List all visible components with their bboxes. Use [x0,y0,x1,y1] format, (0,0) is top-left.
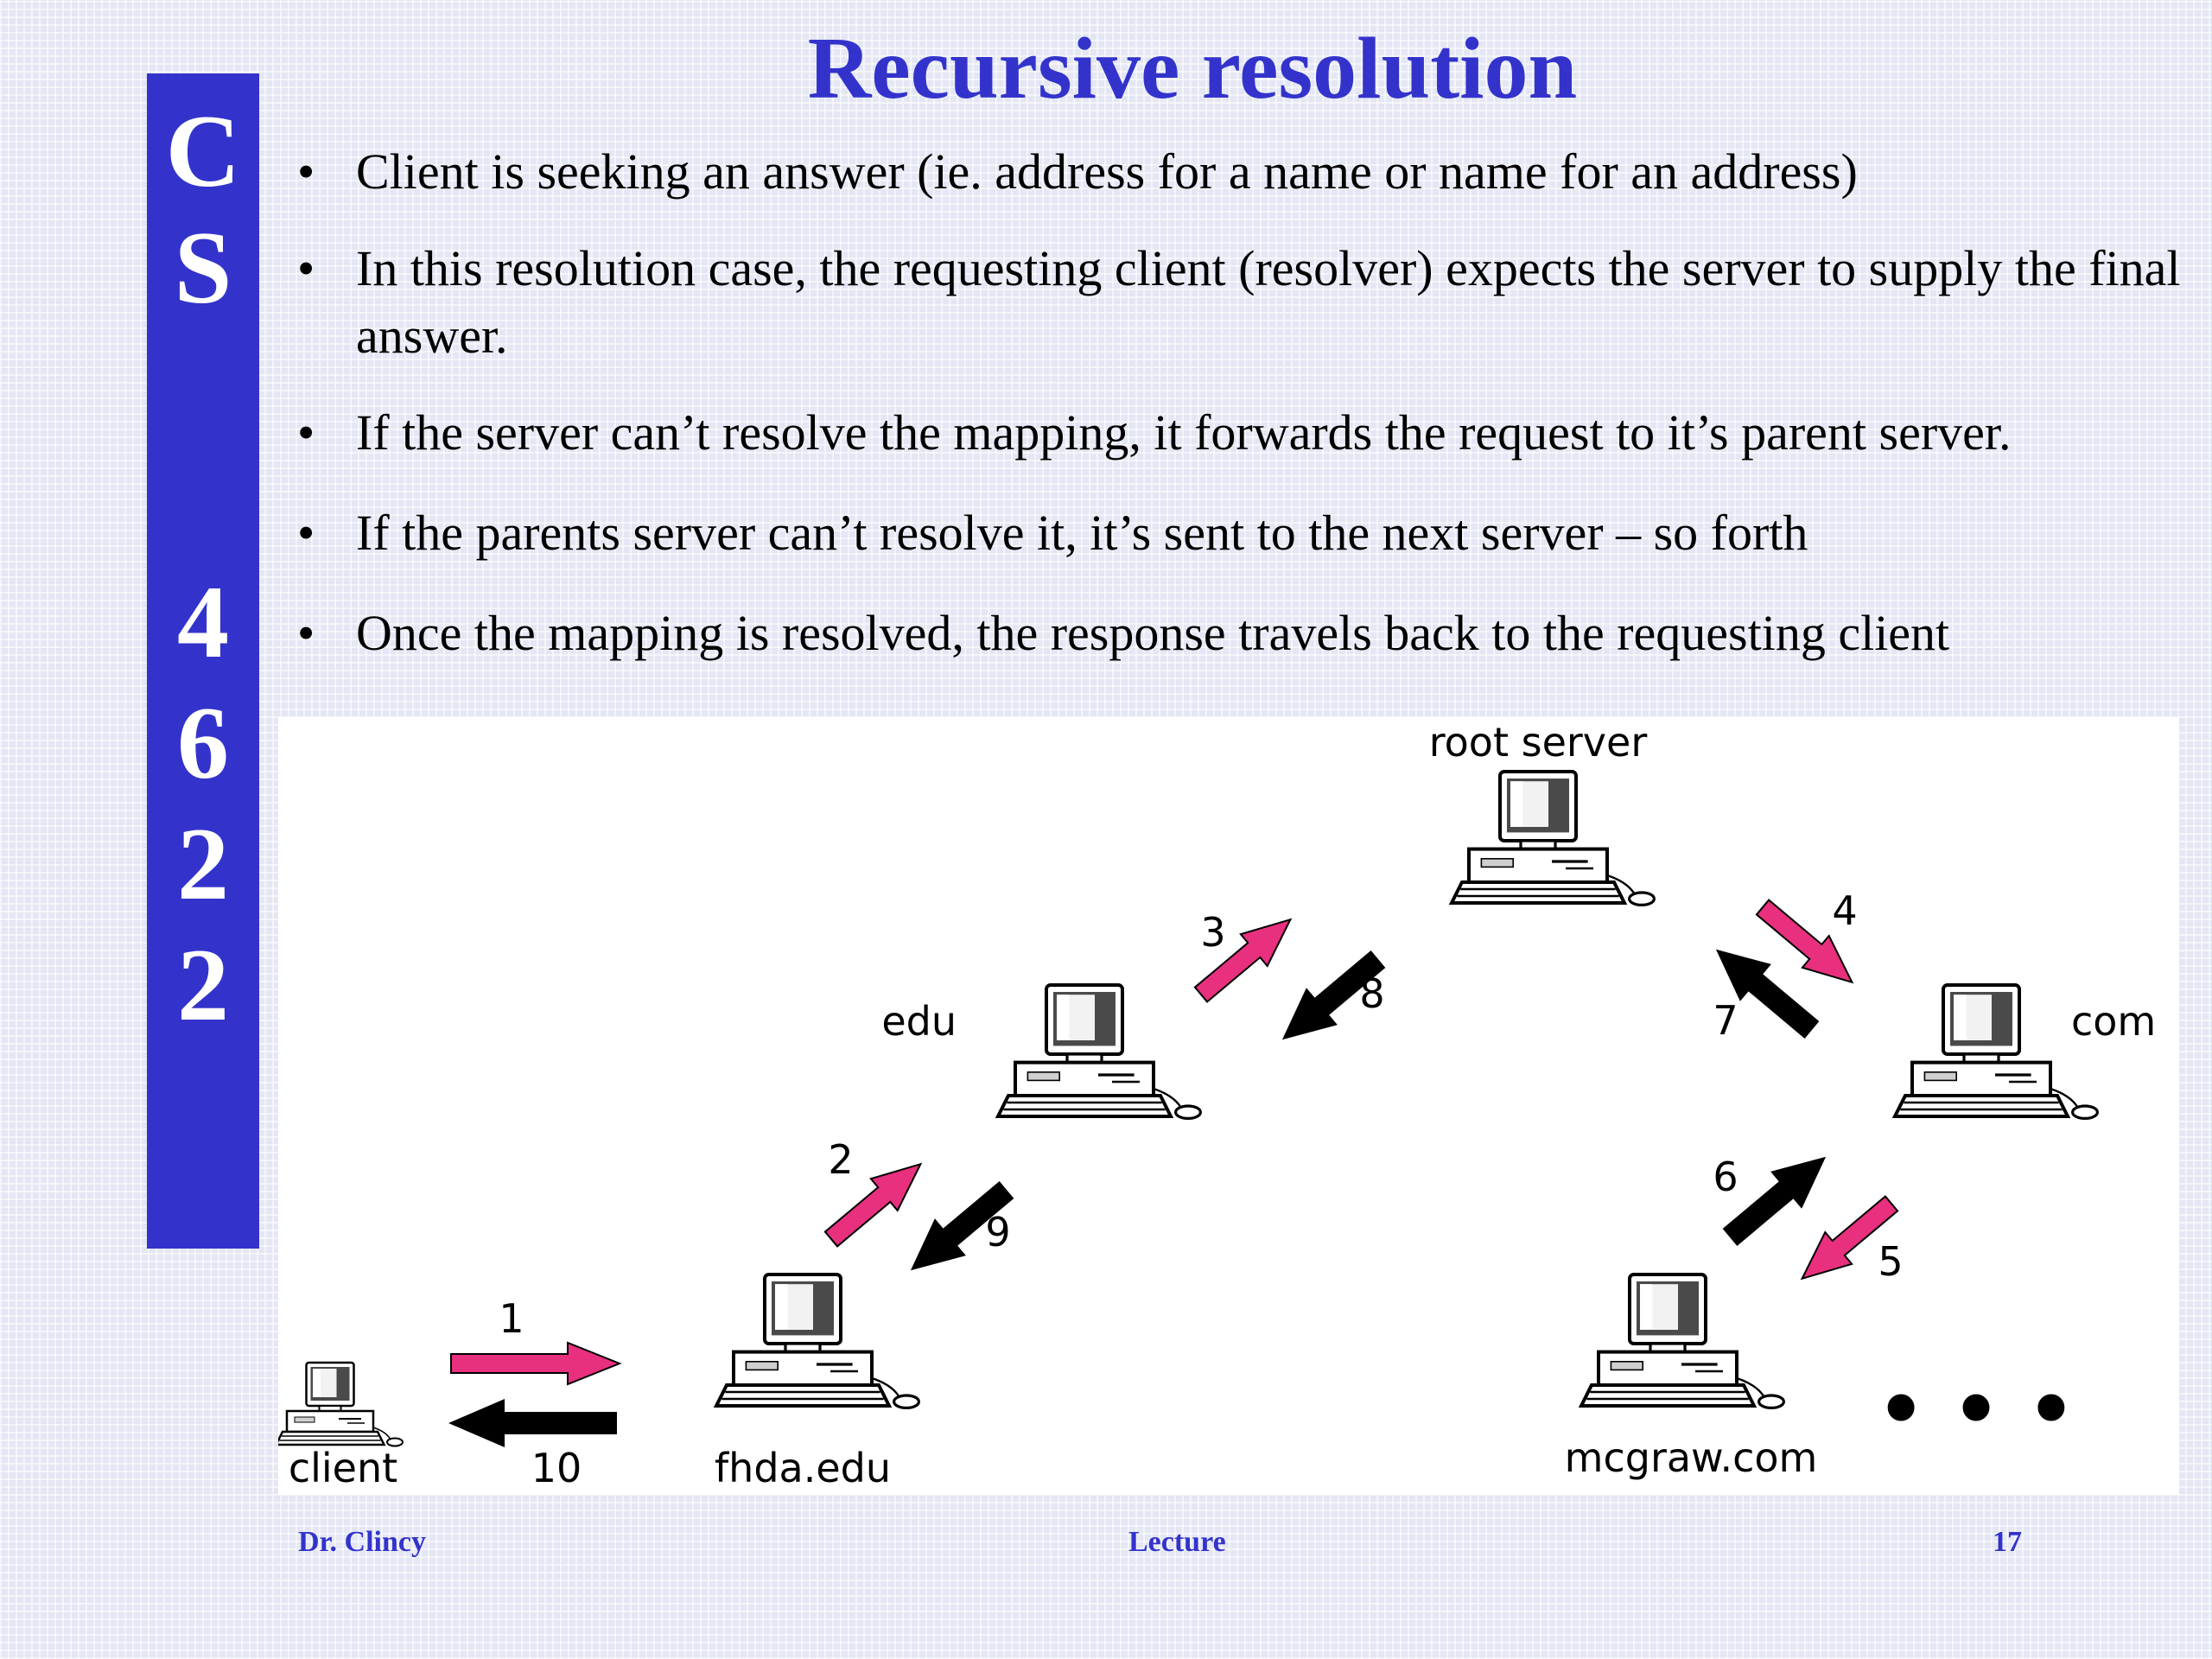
bullet-text: Client is seeking an answer (ie. address… [356,143,1858,200]
side-letter: C [165,93,241,208]
arrow-step-4 [1755,899,1854,984]
root-server-computer-icon [1452,772,1654,905]
slide-title: Recursive resolution [807,20,1578,118]
arrow-step-5 [1800,1195,1899,1281]
side-letter: S [174,210,232,325]
arrow-step-3 [1193,918,1293,1003]
footer-page-number: 17 [1993,1526,2022,1558]
step-label: 6 [1713,1154,1738,1200]
side-letter: 4 [177,564,229,679]
side-letter: 6 [177,685,229,800]
step-label: 8 [1359,970,1384,1017]
arrow-step-6 [1722,1156,1827,1246]
node-label-root: root server [1429,719,1648,766]
footer-author: Dr. Clincy [298,1526,426,1558]
bullet-list: •Client is seeking an answer (ie. addres… [294,138,2186,667]
more-servers-ellipsis: • • • [1877,1365,2075,1454]
node-label-client: client [289,1445,397,1491]
side-letter: 2 [177,927,229,1042]
step-label: 1 [499,1295,524,1342]
arrow-step-7 [1715,949,1820,1039]
node-label-fhda: fhda.edu [715,1445,891,1491]
edu-computer-icon [998,985,1200,1118]
bullet-item: •Once the mapping is resolved, the respo… [297,605,1950,661]
bullet-item: •If the parents server can’t resolve it,… [297,505,1808,561]
step-label: 10 [531,1445,582,1491]
client-computer-icon [278,1361,404,1447]
bullet-item: •In this resolution case, the requesting… [297,240,2181,364]
step-label: 7 [1713,997,1738,1044]
node-label-edu: edu [881,998,957,1045]
step-label: 5 [1878,1238,1903,1285]
fhda-computer-icon [716,1274,918,1408]
node-label-mcgraw: mcgraw.com [1565,1434,1818,1481]
arrow-step-8 [1281,950,1386,1040]
arrow-step-2 [823,1162,923,1248]
footer-center: Lecture [1128,1526,1226,1558]
mcgraw-computer-icon [1581,1274,1783,1408]
arrow-step-9 [910,1181,1014,1271]
bullet-text: If the parents server can’t resolve it, … [356,505,1808,561]
bullet-item: •If the server can’t resolve the mapping… [297,404,2012,461]
bullet-text: Once the mapping is resolved, the respon… [356,605,1950,661]
step-label: 4 [1832,887,1857,934]
bullet-text: In this resolution case, the requesting … [356,240,2181,364]
arrow-step-1 [450,1341,622,1386]
course-side-bar: C S 4 6 2 2 [147,73,259,1249]
step-label: 2 [828,1136,853,1183]
arrow-step-10 [448,1399,617,1447]
step-label: 9 [985,1209,1010,1255]
com-computer-icon [1895,985,2097,1118]
node-label-com: com [2071,998,2156,1045]
bullet-text: If the server can’t resolve the mapping,… [356,404,2012,461]
step-label: 3 [1200,909,1225,956]
resolution-diagram: client fhda.edu edu root server com mcgr… [278,717,2179,1495]
side-letter: 2 [177,806,229,921]
bullet-item: •Client is seeking an answer (ie. addres… [297,143,1858,200]
